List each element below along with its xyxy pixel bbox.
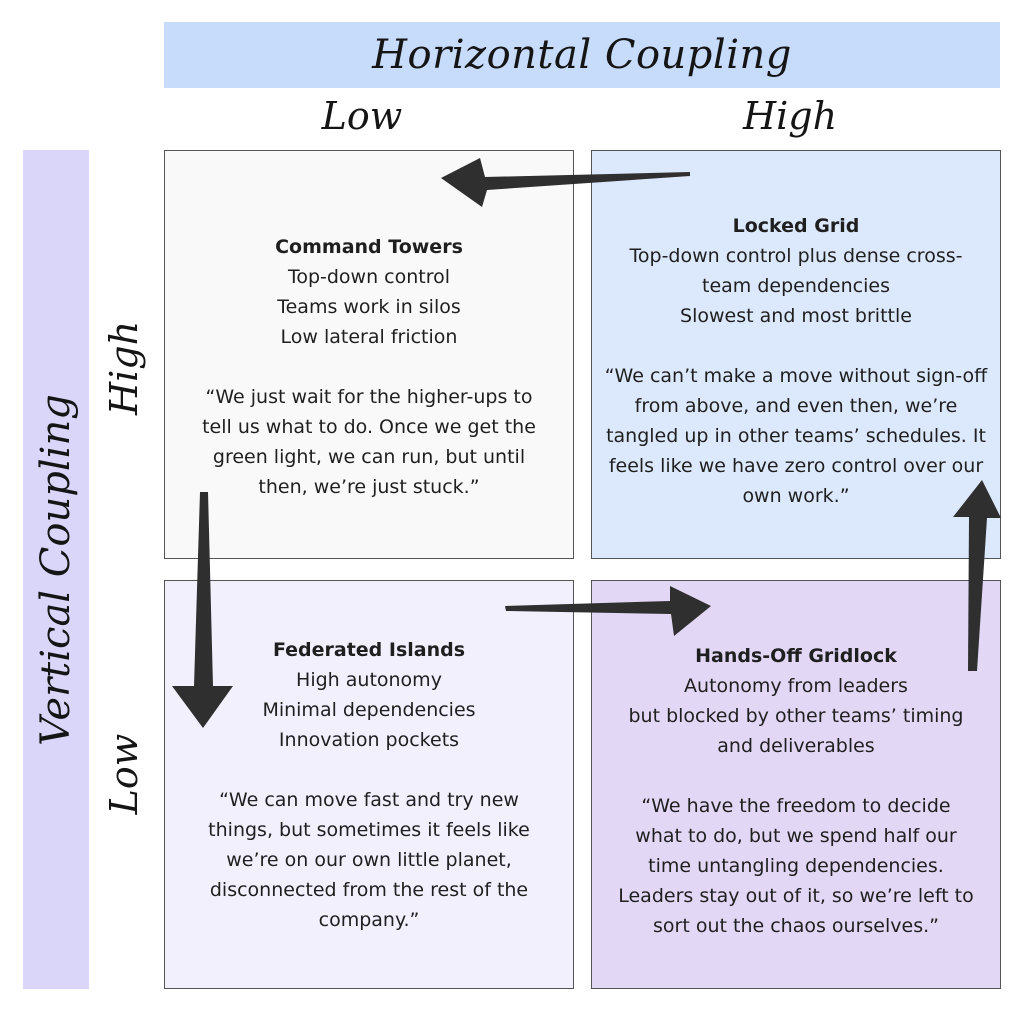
quadrant-title: Locked Grid — [732, 214, 860, 237]
quadrant-quote: “We just wait for the higher-ups to tell… — [202, 385, 536, 498]
horizontal-axis-title: Horizontal Coupling — [372, 32, 792, 78]
quadrant-title: Hands-Off Gridlock — [695, 644, 897, 667]
quadrant-line: Minimal dependencies — [262, 698, 476, 721]
quadrant-hands-off-gridlock: Hands-Off Gridlock Autonomy from leaders… — [591, 580, 1001, 989]
quadrant-line: High autonomy — [296, 668, 442, 691]
quadrant-line: Top-down control — [287, 265, 451, 288]
vertical-axis-banner: Vertical Coupling — [23, 150, 89, 989]
quadrant-line: but blocked by other teams’ timing and d… — [628, 704, 964, 757]
quadrant-title: Federated Islands — [272, 638, 466, 661]
quadrant-line: Teams work in silos — [277, 295, 461, 318]
quadrant-body: Locked Grid Top-down control plus dense … — [604, 199, 988, 511]
quadrant-body: Federated Islands High autonomy Minimal … — [177, 635, 561, 935]
quadrant-line: Slowest and most brittle — [680, 304, 912, 327]
quadrant-command-towers: Command Towers Top-down control Teams wo… — [164, 150, 574, 559]
quadrant-quote: “We have the freedom to decide what to d… — [618, 794, 974, 937]
row-label-high: High — [102, 320, 146, 416]
quadrant-quote: “We can move fast and try new things, bu… — [208, 788, 530, 931]
quadrant-line: Low lateral friction — [280, 325, 458, 348]
quadrant-federated-islands: Federated Islands High autonomy Minimal … — [164, 580, 574, 989]
quadrant-locked-grid: Locked Grid Top-down control plus dense … — [591, 150, 1001, 559]
quadrant-title: Command Towers — [275, 235, 463, 258]
row-label-low: Low — [102, 733, 146, 815]
quadrant-line: Top-down control plus dense cross-team d… — [629, 244, 963, 297]
column-label-low: Low — [321, 94, 403, 138]
quadrant-body: Hands-Off Gridlock Autonomy from leaders… — [604, 629, 988, 941]
column-label-high: High — [742, 94, 838, 138]
vertical-axis-title: Vertical Coupling — [33, 394, 79, 746]
quadrant-line: Autonomy from leaders — [684, 674, 908, 697]
horizontal-axis-banner: Horizontal Coupling — [164, 22, 1000, 88]
quadrant-body: Command Towers Top-down control Teams wo… — [177, 208, 561, 502]
quadrant-line: Innovation pockets — [278, 728, 460, 751]
quadrant-quote: “We can’t make a move without sign-off f… — [604, 364, 988, 507]
